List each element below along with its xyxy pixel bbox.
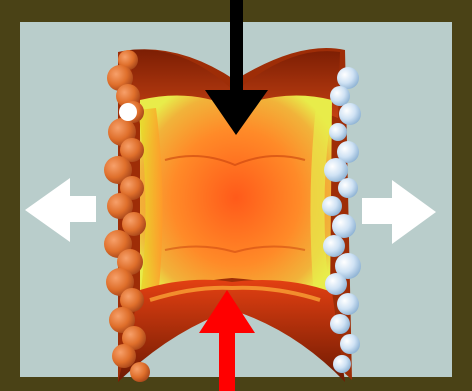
bead <box>330 314 350 334</box>
bead <box>325 273 347 295</box>
bead <box>322 196 342 216</box>
bead <box>339 103 361 125</box>
bead <box>119 103 137 121</box>
bead <box>329 123 347 141</box>
bead <box>337 293 359 315</box>
bead <box>337 67 359 89</box>
bead <box>340 334 360 354</box>
bead <box>333 355 351 373</box>
bead <box>338 178 358 198</box>
bead <box>112 344 136 368</box>
bead <box>332 214 356 238</box>
bead <box>323 235 345 257</box>
bead <box>324 158 348 182</box>
bead <box>330 86 350 106</box>
bead <box>130 362 150 382</box>
